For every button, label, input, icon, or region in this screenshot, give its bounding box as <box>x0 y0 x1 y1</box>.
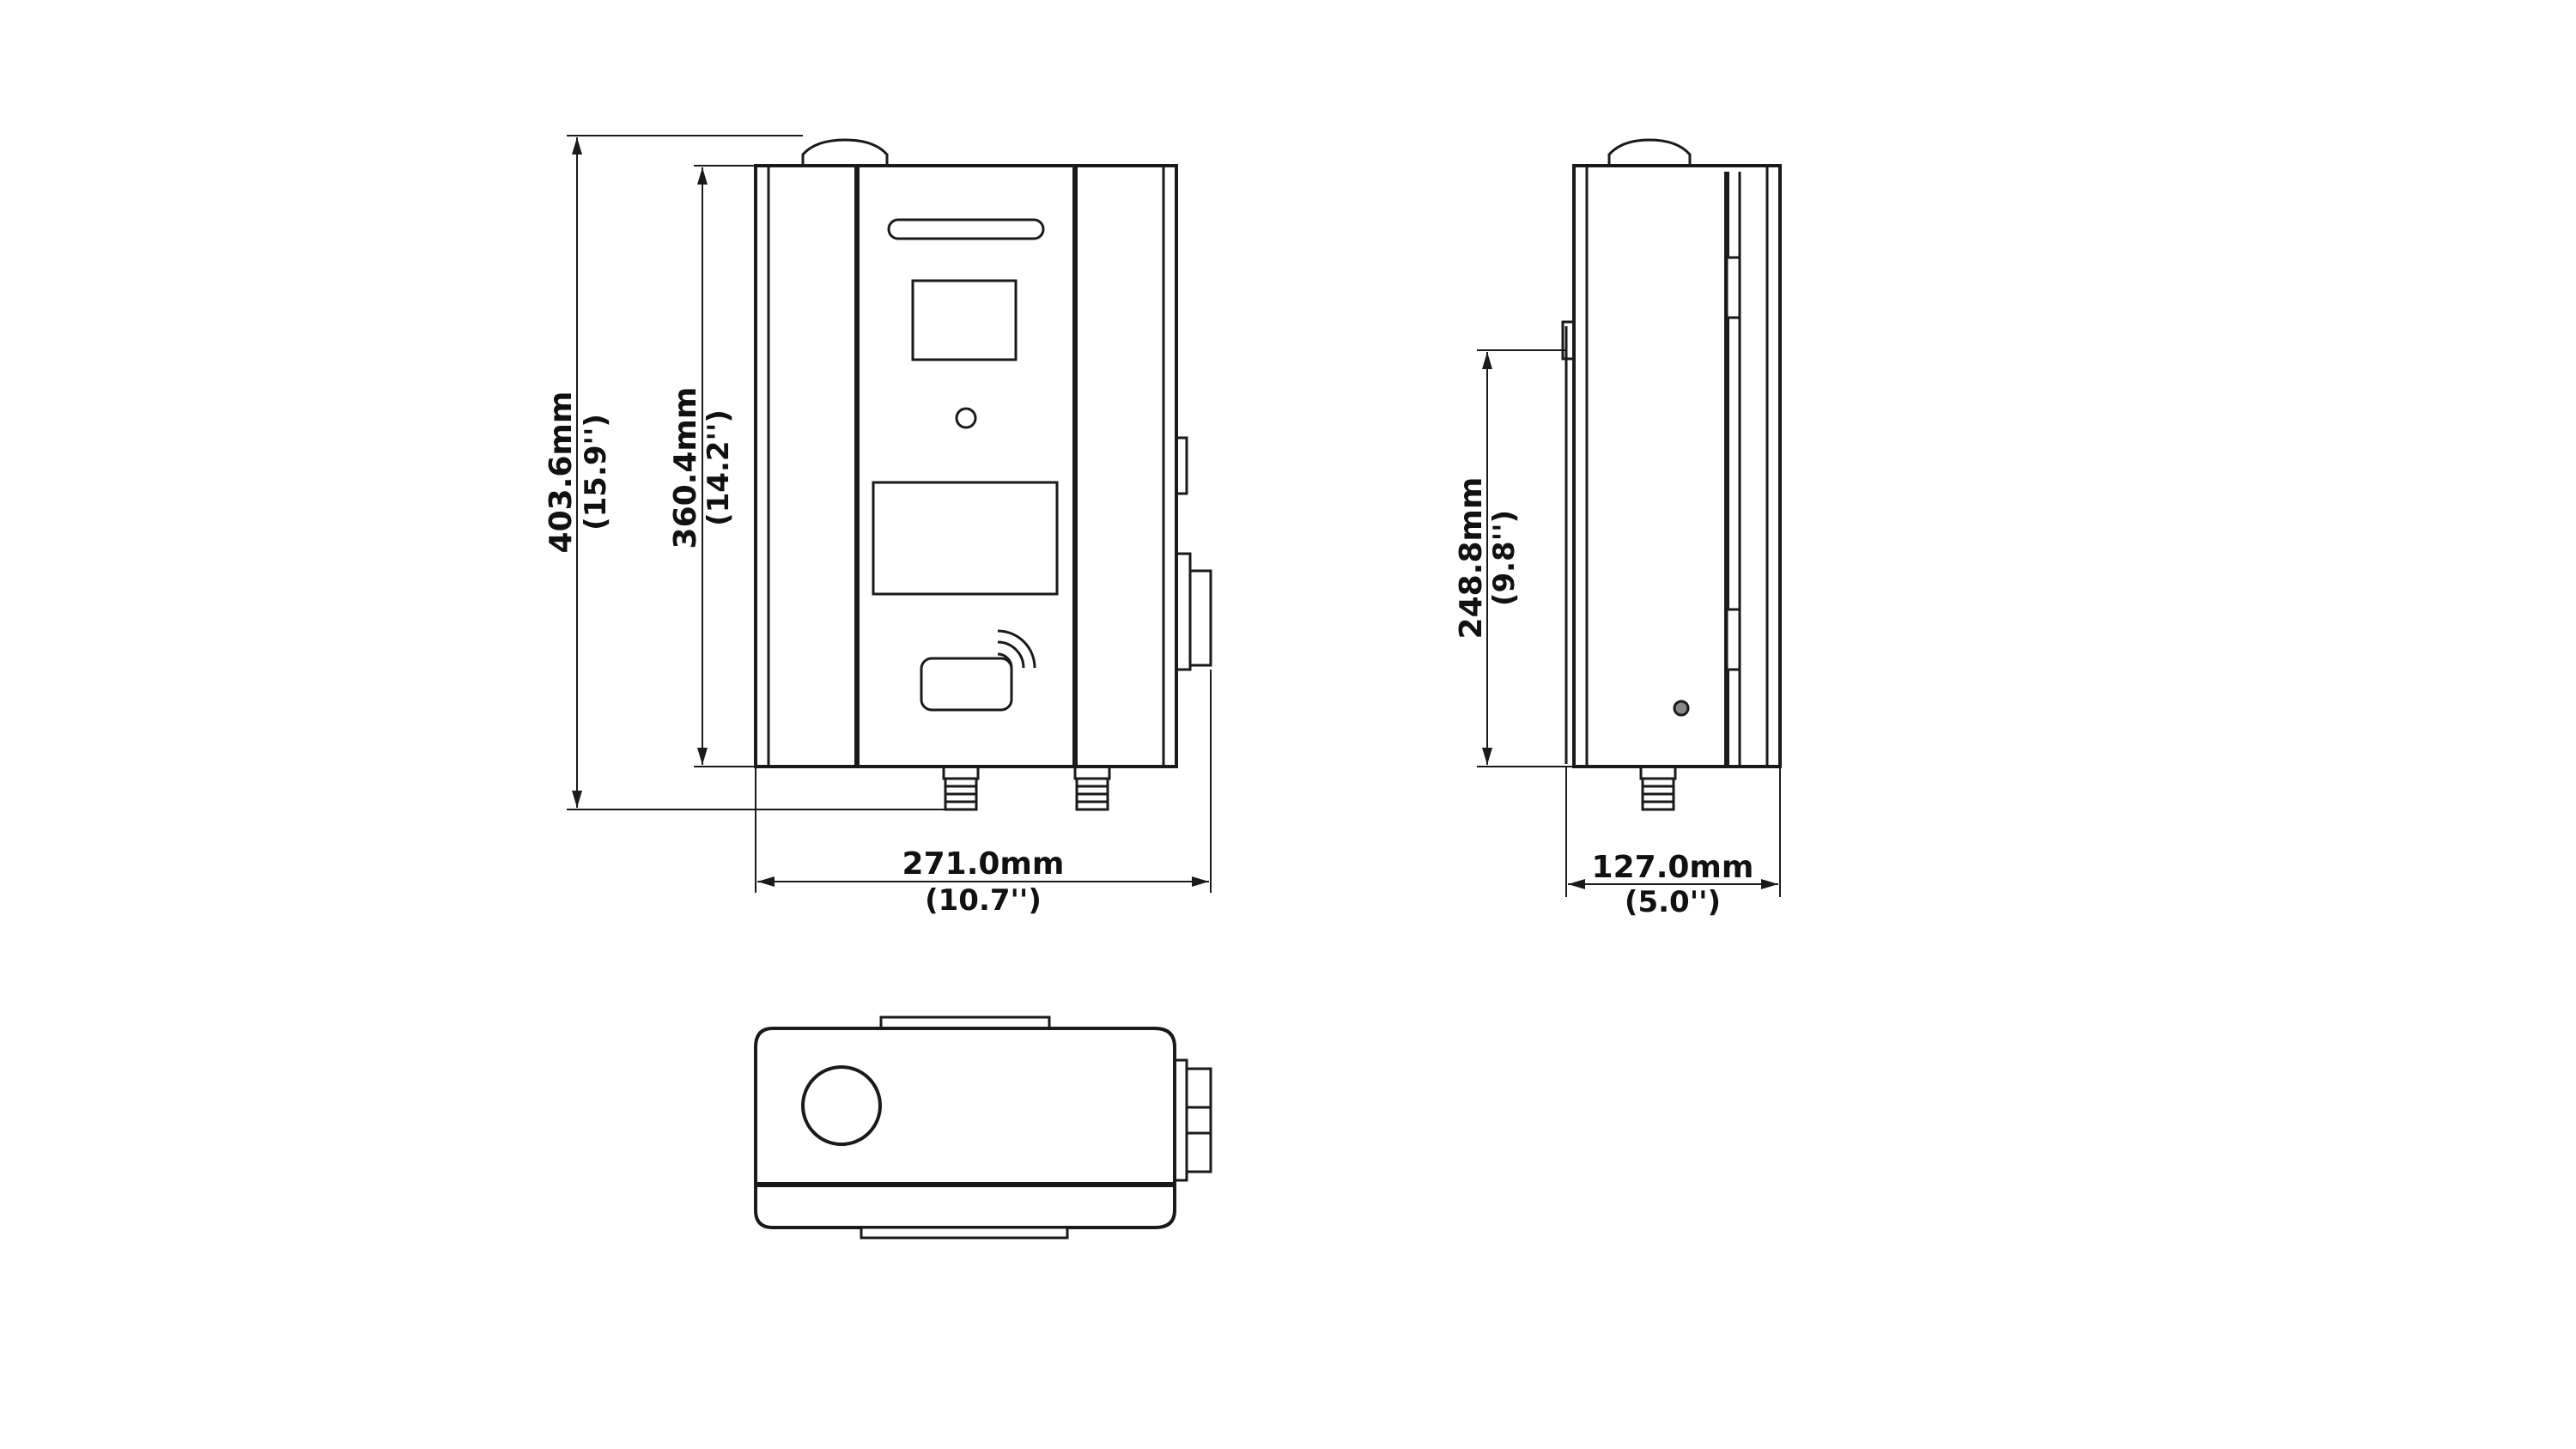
side-connector-small <box>1175 436 1188 495</box>
front-width-inch: (10.7'') <box>925 883 1042 918</box>
display-screen <box>911 279 1018 361</box>
overall-height-mm: 403.6mm <box>544 391 579 554</box>
lock-dot <box>1673 700 1690 717</box>
side-cable-gland <box>1639 765 1677 811</box>
side-body <box>1572 164 1782 768</box>
mount-height-inch: (9.8'') <box>1487 510 1522 606</box>
indicator-light <box>955 407 977 429</box>
top-view-front-bracket <box>860 1226 1069 1240</box>
contactless-wave-icon <box>997 629 1036 669</box>
side-dimensions <box>1477 349 1781 897</box>
top-view-socket <box>1173 1058 1212 1182</box>
front-width-mm: 271.0mm <box>902 846 1065 882</box>
wall-bracket <box>1561 320 1574 361</box>
cable-gland-right <box>1073 765 1111 811</box>
cable-gland-left <box>942 765 980 811</box>
front-view <box>754 138 1212 811</box>
side-view <box>1561 138 1782 811</box>
side-top-button <box>1607 138 1692 169</box>
body-height-mm: 360.4mm <box>668 387 703 549</box>
rfid-card-reader <box>920 657 1013 712</box>
mount-height-mm: 248.8mm <box>1454 477 1489 640</box>
hinge-bottom <box>1725 608 1741 671</box>
side-socket <box>1175 552 1212 671</box>
top-view <box>754 1016 1212 1240</box>
front-body <box>754 164 1178 768</box>
hinge-top <box>1725 256 1741 319</box>
top-view-button <box>801 1065 882 1146</box>
side-depth-mm: 127.0mm <box>1592 850 1754 885</box>
front-dimensions <box>567 135 1212 893</box>
top-button <box>801 138 889 169</box>
side-depth-inch: (5.0'') <box>1625 885 1721 919</box>
label-plate <box>872 481 1059 596</box>
overall-height-inch: (15.9'') <box>579 414 613 530</box>
led-strip <box>887 218 1045 240</box>
body-height-inch: (14.2'') <box>702 409 736 526</box>
